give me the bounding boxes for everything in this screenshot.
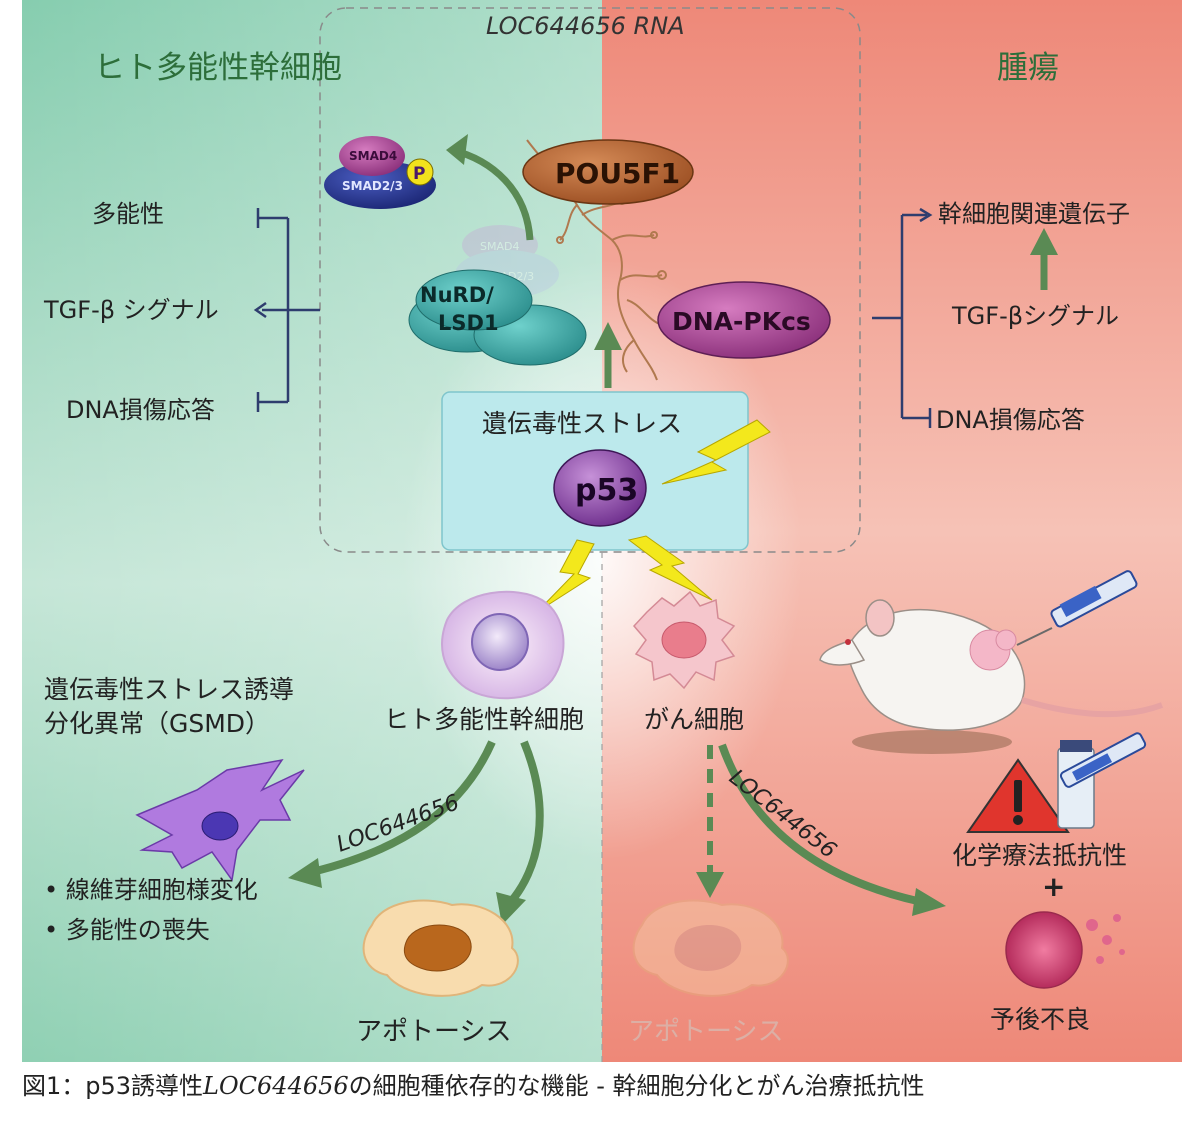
arrow-gsmd: [311, 740, 496, 876]
caption-gene: LOC644656: [203, 1072, 349, 1100]
gsmd-bullet-0: • 線維芽細胞様変化: [44, 876, 258, 904]
caption-suffix: の細胞種依存的な機能 - 幹細胞分化とがん治療抵抗性: [348, 1072, 925, 1100]
left-bracket: [253, 208, 320, 412]
left-effect-1: TGF-β シグナル: [43, 296, 219, 324]
chemo-resistance-label: 化学療法抵抗性: [952, 841, 1127, 870]
p53-protein: p53: [553, 449, 647, 527]
syringe-icon: [1016, 570, 1138, 646]
apoptosis-right-label: アポトーシス: [628, 1017, 783, 1047]
plus-label: +: [1042, 870, 1065, 903]
apoptosis-left-label: アポトーシス: [356, 1017, 511, 1047]
svg-text:NuRD/: NuRD/: [420, 283, 494, 307]
lightning-icon: [536, 419, 771, 613]
svg-text:p53: p53: [575, 473, 638, 508]
phospho-p-icon: [406, 158, 434, 186]
smad-complex: SMAD4 SMAD2/3 P: [324, 136, 436, 209]
arrow-apoptosis: [505, 740, 544, 908]
gsmd-line2: 分化異常（GSMD）: [44, 709, 270, 738]
left-effect-0: 多能性: [92, 200, 164, 228]
left-effect-2: DNA損傷応答: [66, 396, 215, 424]
smad4-label: SMAD4: [349, 149, 397, 163]
title-right: 腫瘍: [997, 50, 1059, 86]
caption-prefix: 図1：p53誘導性: [22, 1072, 204, 1100]
stem-cell-label: ヒト多能性幹細胞: [384, 705, 584, 734]
fibroblast-cell: [135, 758, 305, 882]
left-effects: 多能性 TGF-β シグナル DNA損傷応答: [43, 200, 219, 424]
tumor-icon: [1005, 911, 1125, 989]
dna-pkcs-protein: DNA-PKcs: [657, 281, 831, 359]
svg-text:LSD1: LSD1: [438, 311, 499, 335]
warning-icon: [966, 758, 1070, 833]
right-effect-1: TGF-βシグナル: [951, 302, 1119, 330]
right-effects: 幹細胞関連遺伝子 TGF-βシグナル DNA損傷応答: [936, 200, 1130, 434]
right-effect-0: 幹細胞関連遺伝子: [938, 200, 1130, 228]
smad23-label: SMAD2/3: [342, 179, 403, 193]
gsmd-line1: 遺伝毒性ストレス誘導: [44, 675, 294, 704]
figure: ヒト多能性幹細胞 腫瘍 LOC644656 RNA SMAD4 SMAD2/3 …: [22, 0, 1182, 1062]
title-left: ヒト多能性幹細胞: [94, 50, 342, 86]
svg-text:POU5F1: POU5F1: [555, 157, 680, 190]
stress-label: 遺伝毒性ストレス: [482, 409, 682, 438]
poor-prognosis-label: 予後不良: [990, 1005, 1090, 1034]
syringe-2-icon: [1059, 732, 1147, 788]
cancer-cell: [632, 590, 736, 690]
svg-text:SMAD4: SMAD4: [480, 240, 519, 253]
right-effect-2: DNA損傷応答: [936, 406, 1085, 434]
gsmd-bullet-1: • 多能性の喪失: [44, 916, 210, 944]
rna-label: LOC644656 RNA: [486, 12, 685, 40]
svg-text:P: P: [413, 164, 425, 184]
cancer-cell-label: がん細胞: [644, 705, 744, 734]
stem-cell: [441, 590, 565, 700]
right-bracket: [872, 207, 933, 428]
pou5f1-protein: POU5F1: [522, 139, 694, 205]
nurd-lsd1-complex: NuRD/ LSD1: [408, 269, 587, 366]
apoptotic-cell-left: [362, 899, 519, 997]
apoptotic-cell-right: [632, 899, 789, 997]
svg-text:DNA-PKcs: DNA-PKcs: [672, 307, 811, 336]
mouse-illustration: [819, 599, 1164, 754]
figure-caption: 図1：p53誘導性LOC644656の細胞種依存的な機能 - 幹細胞分化とがん治…: [22, 1066, 925, 1101]
arrow-to-resistance: [718, 743, 923, 906]
